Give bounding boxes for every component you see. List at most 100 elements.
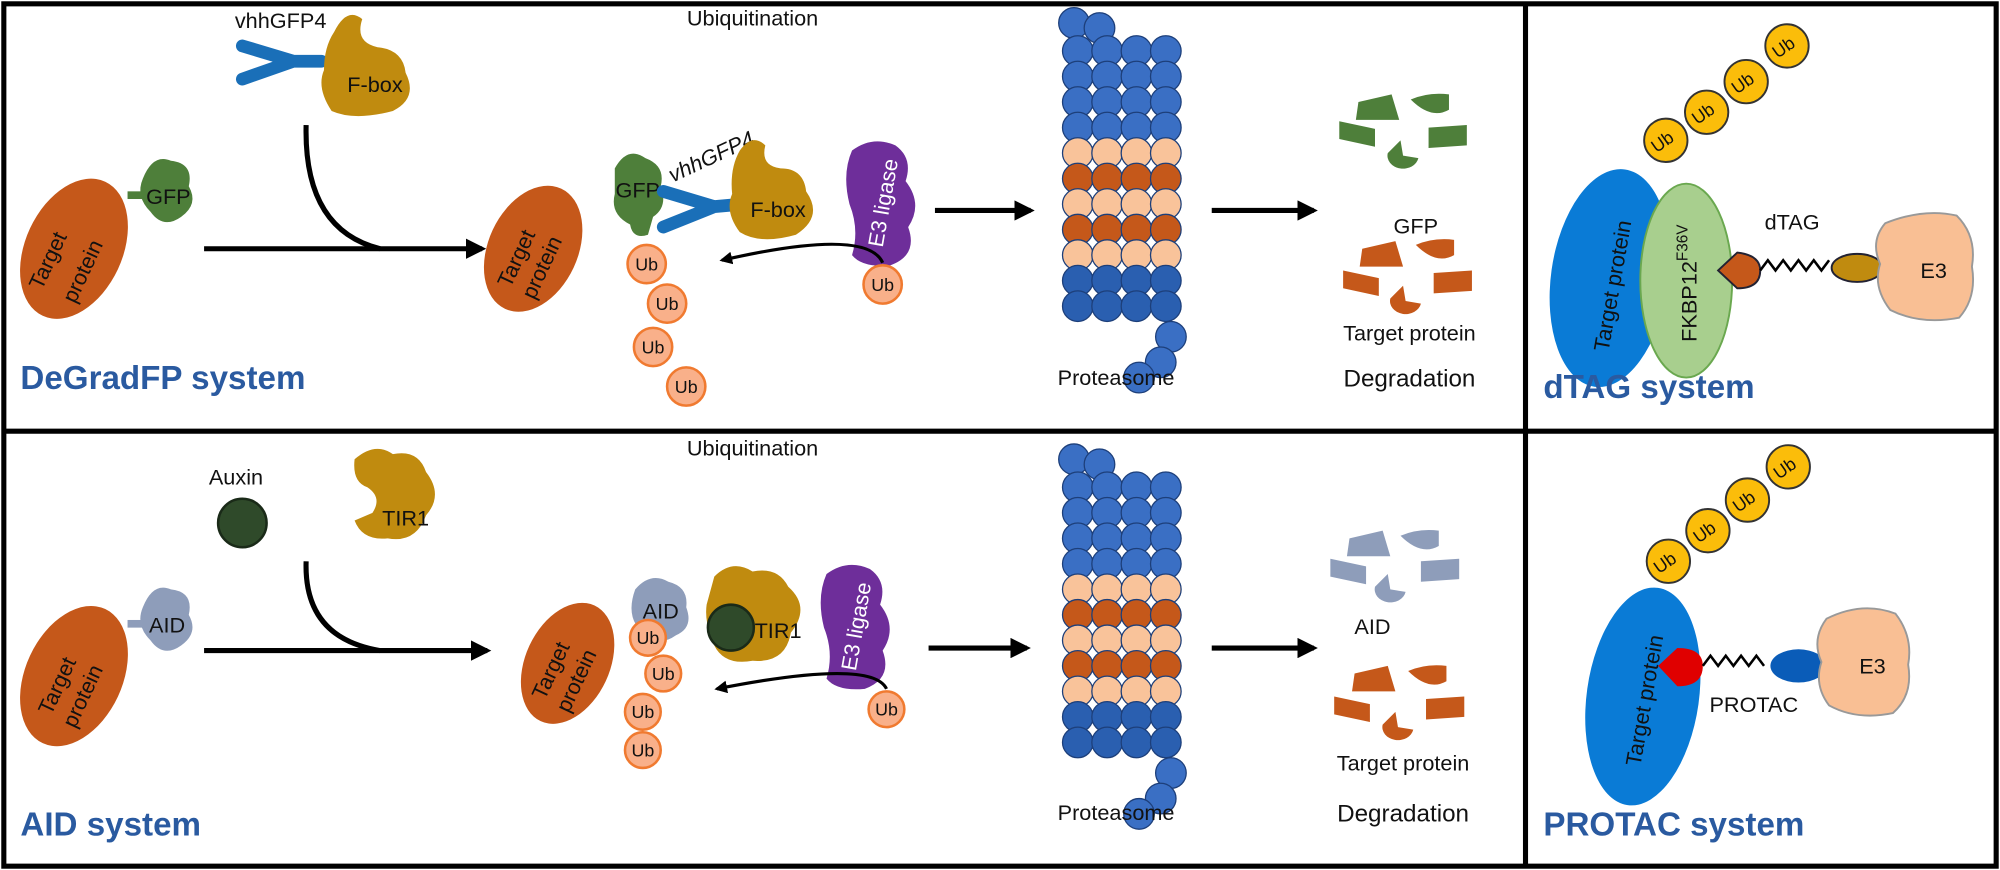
tir1-label: TIR1 (755, 618, 802, 643)
ub-chain: Ub Ub Ub Ub (1643, 23, 1810, 163)
protac-label: PROTAC (1709, 692, 1798, 717)
fragment (1382, 711, 1414, 741)
ub-label: Ub (675, 377, 698, 397)
e3-ligase-blob (846, 141, 916, 266)
fragment (1339, 121, 1375, 147)
e3-ligase-shape (1816, 607, 1911, 717)
fragment (1415, 239, 1455, 259)
fragment (1410, 93, 1449, 114)
proteasome-subunit (1149, 290, 1182, 323)
ub-circle (1683, 89, 1730, 135)
protac-linker (1701, 653, 1766, 669)
fragment (1389, 285, 1421, 315)
e3-ligase-blob (820, 564, 890, 690)
ub-circle (1724, 477, 1771, 523)
e3-ligand (1830, 252, 1884, 283)
proteasome-subunit (1144, 782, 1177, 815)
fragment (1352, 665, 1396, 692)
fragment (1330, 558, 1367, 585)
proteasome-subunit (1123, 361, 1155, 394)
panel-title: DeGradFP system (20, 360, 305, 397)
gfp-label: GFP (615, 178, 660, 203)
ub-circle (632, 326, 674, 368)
fbox-label: F-box (347, 72, 403, 97)
proteasome-subunit (1091, 290, 1124, 323)
ub-circle (646, 283, 688, 325)
ub-label: Ub (652, 664, 675, 684)
e3-ligase-shape (1875, 212, 1975, 322)
ub-label: Ub (635, 254, 658, 274)
target-protein-blob (483, 185, 583, 312)
fragment (1343, 270, 1379, 296)
fragment-aid-label: AID (1354, 614, 1390, 639)
degradation-label: Degradation (1343, 366, 1475, 393)
fragment-target-label: Target protein (1337, 750, 1470, 775)
fragment (1346, 530, 1391, 557)
proteasome-subunit (1120, 290, 1153, 323)
fragment (1359, 241, 1404, 267)
panel-title: dTAG system (1543, 369, 1754, 406)
ub-label: Ub (642, 337, 665, 357)
gfp-blob (613, 153, 664, 236)
ub-circle (623, 730, 662, 770)
fbox-blob (729, 140, 814, 240)
ub-circle (628, 618, 668, 657)
proteasome (1058, 7, 1187, 394)
target-protein-shape (1585, 587, 1701, 806)
ub-chain: Ub Ub Ub Ub (1645, 444, 1811, 584)
proteasome-subunit (1061, 726, 1094, 759)
tir1-label: TIR1 (382, 506, 429, 531)
fragment (1374, 574, 1406, 603)
fbox-blob (321, 14, 410, 117)
proteasome-subunit (1061, 290, 1094, 323)
aid-linker (127, 619, 146, 628)
proteasome-label: Proteasome (1058, 365, 1175, 390)
fragment (1408, 665, 1447, 685)
e3-label: E3 (1859, 654, 1886, 679)
ubiquitination-label: Ubiquitination (687, 6, 818, 31)
ub-circle (1765, 444, 1811, 490)
protac-warhead (1658, 648, 1703, 687)
fragment (1433, 270, 1472, 294)
fbox-label: F-box (750, 197, 806, 222)
target-fragments (1334, 665, 1465, 741)
gfp-blob (140, 158, 193, 223)
ub-label: Ub (656, 294, 679, 314)
proteasome-subunit (1123, 797, 1155, 830)
target-protein-blob (20, 178, 128, 319)
binding-curve-arrow (303, 124, 381, 252)
ub-label: Ub (875, 700, 898, 720)
target-fragments (1343, 239, 1472, 315)
ub-label: Ub (871, 275, 894, 295)
dtag-linker (1759, 258, 1831, 273)
vhhgfp4-nanobody-icon (235, 39, 328, 86)
ub-label: Ub (631, 702, 654, 722)
target-protein-blob (20, 605, 128, 747)
target-protein-shape (1549, 169, 1670, 388)
fragment (1355, 94, 1400, 120)
gfp-linker (127, 191, 146, 200)
ub-circle (665, 366, 707, 407)
ub-circle (1685, 508, 1731, 554)
fragment-gfp-label: GFP (1394, 213, 1439, 238)
ub-label: Ub (637, 628, 660, 648)
ub-circle (626, 243, 668, 285)
proteasome-subunit (1144, 346, 1177, 379)
ubiquitination-label: Ubiquitination (687, 435, 818, 460)
aid-label: AID (149, 613, 185, 638)
degradfp-panel: Target protein GFP vhhGFP4 F-box Ubiquit… (20, 6, 1476, 407)
ub-transfer-arrow (714, 671, 888, 694)
ub-chain: Ub Ub Ub Ub (626, 243, 707, 407)
fragment (1334, 696, 1370, 723)
binding-curve-arrow (303, 561, 381, 654)
protac-panel: Target protein Ub Ub Ub Ub PROTAC E3 PRO… (1543, 444, 1911, 844)
auxin-molecule (216, 497, 268, 549)
proteasome-label: Proteasome (1058, 800, 1175, 825)
auxin-label: Auxin (209, 465, 263, 490)
ub-circle (644, 654, 683, 693)
free-ub-circle (867, 690, 906, 729)
e3-label: E3 (1920, 258, 1947, 283)
dtag-label: dTAG (1765, 210, 1820, 235)
fragment (1400, 530, 1439, 550)
